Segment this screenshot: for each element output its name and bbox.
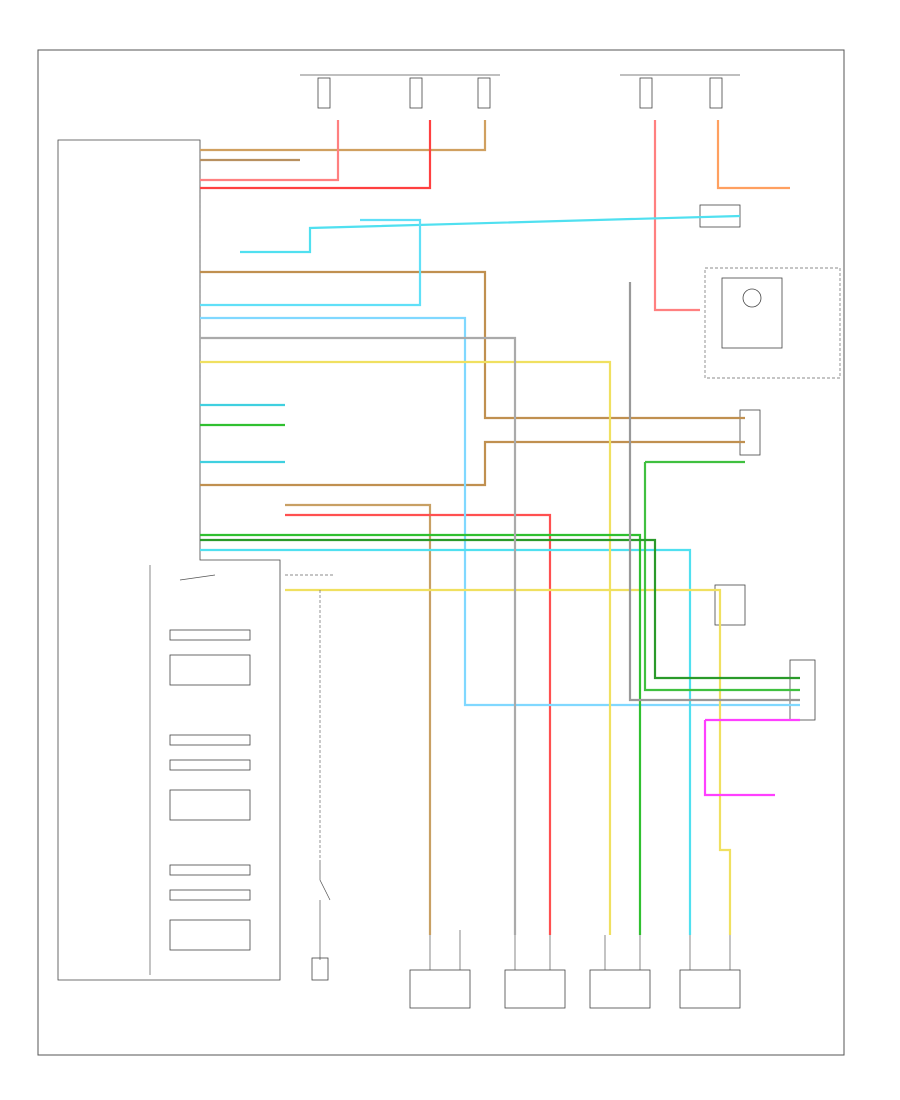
module-internal-blocks [149,565,251,975]
brake-switch [311,860,331,981]
diagram-frame [37,49,845,1056]
ebcm-module-outline [57,139,281,981]
fuse-block-top [300,74,740,109]
wheel-speed-sensors [409,930,741,1009]
wire-harness [200,120,800,935]
